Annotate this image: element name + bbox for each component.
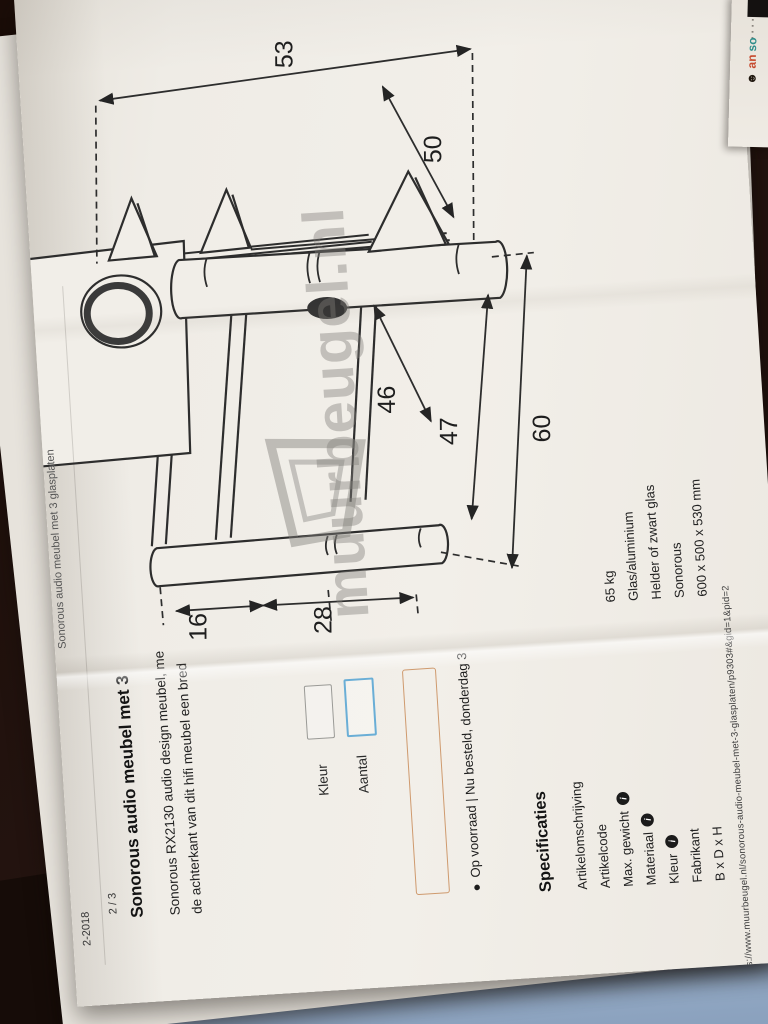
stock-dot-icon: ● bbox=[468, 883, 484, 892]
dim-53: 53 bbox=[270, 40, 298, 68]
spec-value: 65 kg bbox=[601, 570, 619, 603]
bottom-tube bbox=[149, 523, 450, 588]
dim-46: 46 bbox=[373, 386, 401, 414]
stock-status-text: Op voorraad | Nu besteld, donderdag 3 bbox=[453, 652, 484, 879]
spec-value: Helder of zwart glas bbox=[641, 484, 664, 600]
add-to-cart-button-outline bbox=[401, 667, 451, 896]
color-dropdown bbox=[303, 684, 336, 740]
brochure-dots: ···· bbox=[745, 15, 760, 40]
dim-47: 47 bbox=[435, 417, 463, 445]
watermark-text: muurbeugel.nl bbox=[290, 205, 382, 621]
header-rule bbox=[62, 286, 106, 965]
page-content: 2-2018 2 / 3 Sonorous audio meubel met 3… bbox=[15, 0, 763, 967]
watermark-logo bbox=[264, 438, 366, 548]
quantity-input bbox=[343, 677, 377, 738]
spec-value: 600 x 500 x 530 mm bbox=[687, 478, 710, 598]
cable-hole bbox=[307, 297, 348, 320]
spec-value: Glas/aluminium bbox=[620, 511, 642, 602]
info-icon: i bbox=[640, 812, 655, 827]
dim-60: 60 bbox=[528, 415, 556, 443]
printed-page: 53 50 46 47 60 16 28 2-2018 2 / 3 Sonoro… bbox=[14, 0, 768, 1007]
stock-status: ● Op voorraad | Nu besteld, donderdag 3 bbox=[454, 652, 484, 892]
brochure-corner: ···· so an ☻ bbox=[728, 0, 768, 148]
brochure-text: ···· so an ☻ bbox=[734, 15, 768, 88]
dimension-lines bbox=[98, 44, 533, 617]
brochure-logo-glyph: ☻ bbox=[744, 71, 759, 85]
specs-table: Artikelomschrijving Artikelcode Max. gew… bbox=[535, 301, 732, 891]
top-tube bbox=[170, 240, 509, 320]
info-icon: i bbox=[664, 834, 679, 849]
print-footer-url: s://www.muurbeugel.nl/sonorous-audio-meu… bbox=[720, 585, 756, 967]
info-icon: i bbox=[616, 791, 630, 806]
product-title: Sonorous audio meubel met 3 bbox=[112, 674, 147, 919]
spec-value: Sonorous bbox=[668, 542, 687, 599]
print-date: 2-2018 bbox=[79, 911, 94, 947]
specs-heading: Specificaties bbox=[530, 790, 556, 893]
color-label: Kleur bbox=[314, 763, 332, 797]
print-page-indicator: 2 / 3 bbox=[106, 892, 120, 915]
brochure-word-1: so bbox=[745, 37, 760, 52]
brochure-word-2: an bbox=[744, 54, 759, 69]
quantity-label: Aantal bbox=[354, 754, 372, 794]
dim-50: 50 bbox=[419, 135, 447, 163]
